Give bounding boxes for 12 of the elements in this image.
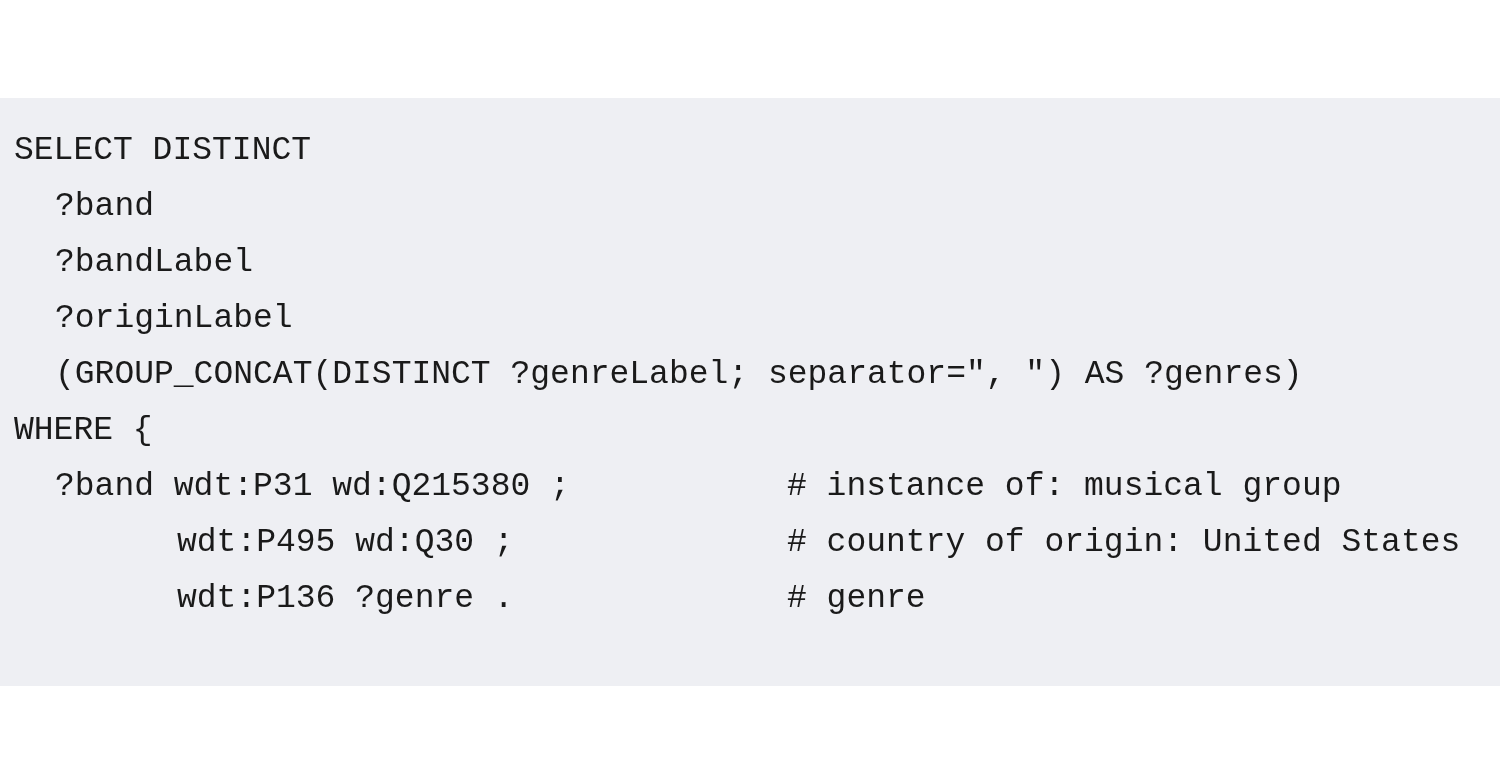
code-line: WHERE {: [14, 411, 153, 451]
code-line: # country of origin: United States: [787, 523, 1461, 563]
code-line: (GROUP_CONCAT(DISTINCT ?genreLabel; separator=", ") AS ?genres): [55, 355, 1303, 395]
code-line: wdt:P495 wd:Q30 ;: [177, 523, 514, 563]
code-line: ?band: [55, 187, 155, 227]
code-line: # genre: [787, 579, 926, 619]
code-line: ?band wdt:P31 wd:Q215380 ;: [55, 467, 570, 507]
code-line: wdt:P136 ?genre .: [177, 579, 514, 619]
code-line: SELECT DISTINCT: [14, 131, 312, 171]
code-line: ?originLabel: [55, 299, 293, 339]
code-line: ?bandLabel: [55, 243, 254, 283]
code-line: # instance of: musical group: [787, 467, 1342, 507]
